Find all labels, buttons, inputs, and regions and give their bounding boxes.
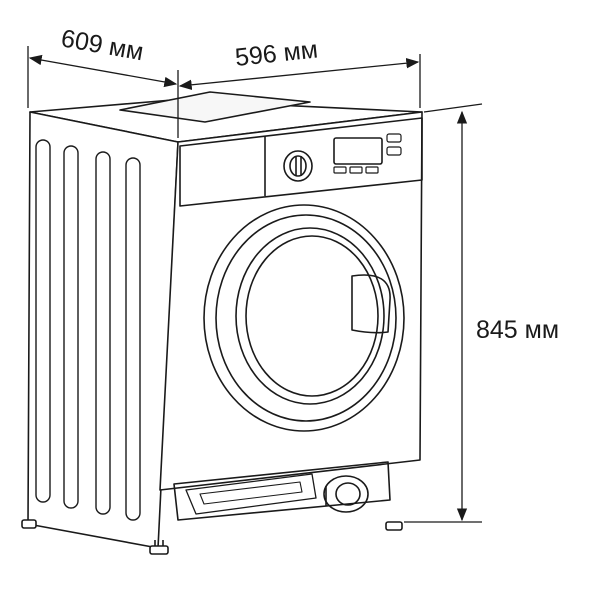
- feet: [21, 519, 403, 555]
- depth-label: 609 мм: [59, 24, 146, 66]
- dimension-lines: [27, 46, 483, 523]
- program-knob-icon: [283, 150, 313, 182]
- depth-dimension-line: [28, 54, 178, 88]
- filter-cap-icon: [323, 475, 369, 513]
- door-handle: [351, 274, 391, 334]
- top-lid: [119, 91, 311, 123]
- washing-machine: [21, 91, 423, 555]
- front-panel: [159, 111, 423, 491]
- control-buttons: [333, 133, 402, 174]
- door: [203, 204, 405, 432]
- control-panel: [179, 117, 423, 207]
- display-screen: [333, 137, 383, 165]
- height-label: 845 мм: [476, 316, 559, 344]
- side-ribs: [35, 139, 141, 521]
- width-dimension-line: [178, 58, 420, 90]
- width-label: 596 мм: [234, 35, 320, 72]
- bottom-plinth: [173, 461, 391, 521]
- drain-tray: [185, 473, 317, 515]
